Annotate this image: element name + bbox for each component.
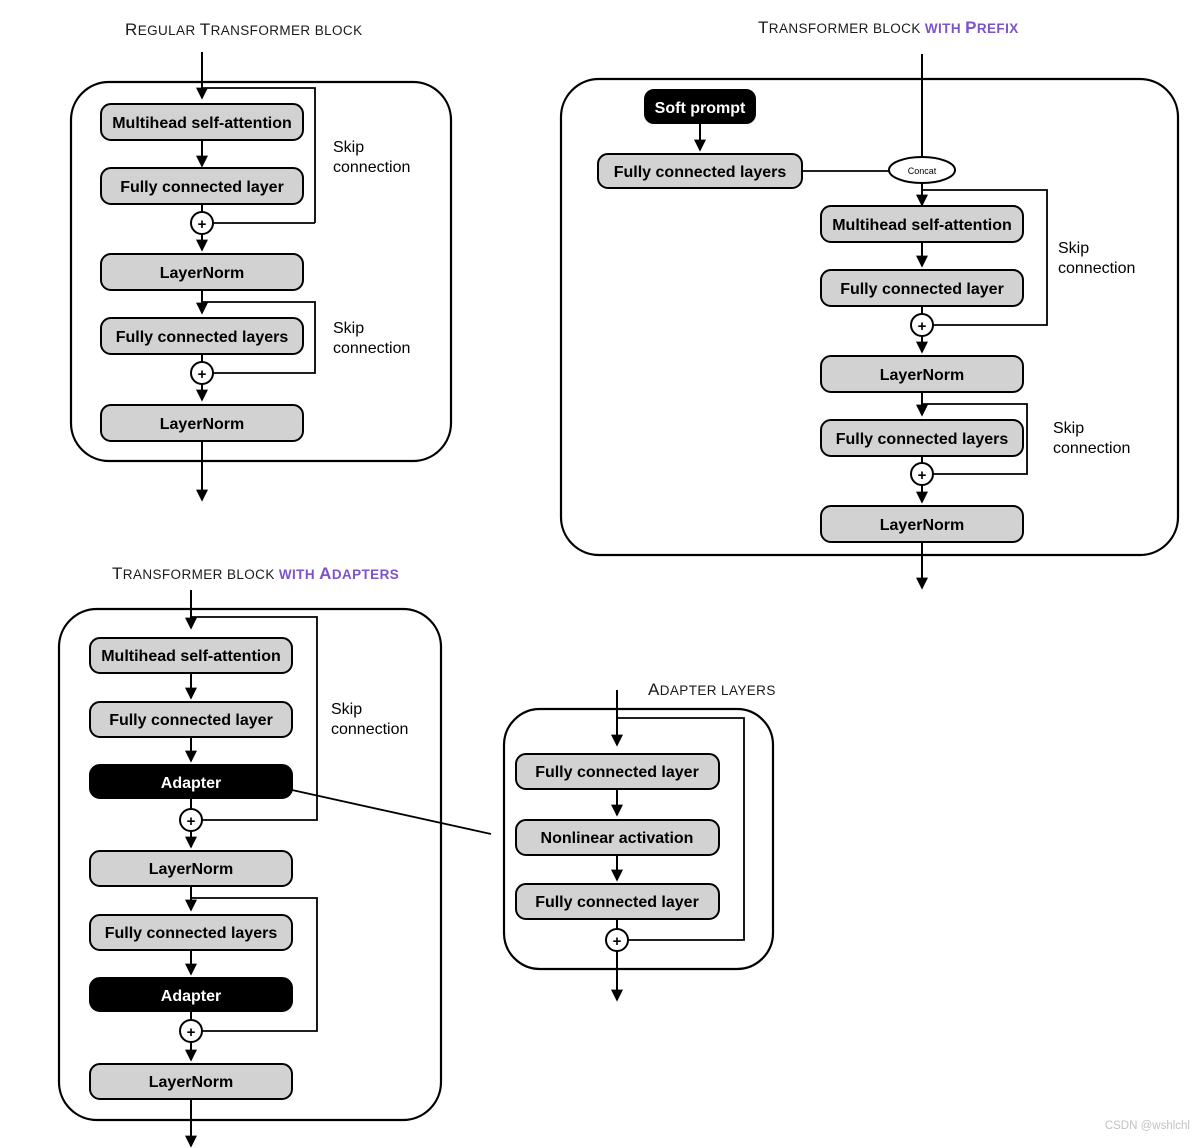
prefix-title-seg1: T xyxy=(758,18,769,37)
block-regular-transformer: REGULAR TRANSFORMER BLOCK Multihead self… xyxy=(69,20,453,502)
prefix-skip-label-1b: connection xyxy=(1058,260,1135,277)
regular-skip-label-1b: connection xyxy=(333,159,410,176)
prefix-skip-label-1a: Skip xyxy=(1058,240,1089,257)
regular-title-seg3: T xyxy=(200,20,211,39)
prefix-node-label-0: Soft prompt xyxy=(655,100,746,117)
regular-plus-symbol-1: + xyxy=(198,216,207,233)
adapter-layers-node-label-2: Fully connected layer xyxy=(535,894,699,911)
adapter-layers-plus-symbol: + xyxy=(613,933,622,950)
prefix-block-title: TRANSFORMER BLOCK WITH PREFIX xyxy=(758,18,1019,37)
block-prefix-transformer: TRANSFORMER BLOCK WITH PREFIX Soft promp… xyxy=(559,18,1180,590)
prefix-plus-symbol-1: + xyxy=(918,318,927,335)
regular-skip-label-2a: Skip xyxy=(333,320,364,337)
regular-node-label-3: Fully connected layers xyxy=(116,329,289,346)
adapters-title-seg3: WITH xyxy=(279,567,319,582)
regular-title-seg4: RANSFORMER BLOCK xyxy=(211,23,363,38)
regular-skip-path-2 xyxy=(202,301,316,374)
prefix-skip-path-2 xyxy=(922,403,1028,475)
regular-plus-symbol-2: + xyxy=(198,366,207,383)
adapters-skip-path-1 xyxy=(191,616,318,821)
regular-node-label-1: Fully connected layer xyxy=(120,179,284,196)
adapter-layers-skip-path xyxy=(617,717,745,941)
prefix-node-label-6: LayerNorm xyxy=(880,517,964,534)
prefix-skip-path-1 xyxy=(922,189,1048,326)
adapters-node-label-0: Multihead self-attention xyxy=(101,648,281,665)
regular-title-seg2: EGULAR xyxy=(138,23,200,38)
prefix-skip-label-2a: Skip xyxy=(1053,420,1084,437)
adapters-skip-label-1a: Skip xyxy=(331,701,362,718)
prefix-title-seg3: WITH xyxy=(925,21,965,36)
adapters-node-label-5: Adapter xyxy=(161,988,221,1005)
regular-node-label-0: Multihead self-attention xyxy=(112,115,292,132)
adapters-title-seg1: T xyxy=(112,564,123,583)
adapters-skip-path-2 xyxy=(191,897,318,1032)
prefix-block-container xyxy=(559,77,1180,557)
regular-title-seg1: R xyxy=(125,20,138,39)
block-adapter-layers: ADAPTER LAYERS Fully connected layer Non… xyxy=(502,680,776,1002)
adapters-title-seg2: RANSFORMER BLOCK xyxy=(123,567,279,582)
regular-skip-label-1a: Skip xyxy=(333,139,364,156)
adapter-layers-node-label-0: Fully connected layer xyxy=(535,764,699,781)
prefix-node-label-1: Fully connected layers xyxy=(614,164,787,181)
regular-skip-label-2b: connection xyxy=(333,340,410,357)
prefix-plus-symbol-2: + xyxy=(918,467,927,484)
prefix-node-label-2: Multihead self-attention xyxy=(832,217,1012,234)
prefix-node-label-4: LayerNorm xyxy=(880,367,964,384)
regular-node-label-4: LayerNorm xyxy=(160,416,244,433)
prefix-concat-label: Concat xyxy=(908,166,937,176)
prefix-title-seg2: RANSFORMER BLOCK xyxy=(769,21,925,36)
prefix-title-seg4: P xyxy=(965,18,977,37)
adapter-layers-title-seg1: A xyxy=(648,680,660,699)
watermark: CSDN @wshlchl xyxy=(1105,1120,1190,1132)
adapters-node-label-6: LayerNorm xyxy=(149,1074,233,1091)
adapters-node-label-4: Fully connected layers xyxy=(105,925,278,942)
regular-node-label-2: LayerNorm xyxy=(160,265,244,282)
prefix-title-seg5: REFIX xyxy=(977,21,1019,36)
adapters-node-label-2: Adapter xyxy=(161,775,221,792)
adapters-block-title: TRANSFORMER BLOCK WITH ADAPTERS xyxy=(112,564,399,583)
prefix-node-label-3: Fully connected layer xyxy=(840,281,1004,298)
block-adapters-transformer: TRANSFORMER BLOCK WITH ADAPTERS Multihea… xyxy=(57,564,492,1148)
adapters-title-seg5: DAPTERS xyxy=(332,567,399,582)
prefix-node-label-5: Fully connected layers xyxy=(836,431,1009,448)
adapters-node-label-1: Fully connected layer xyxy=(109,712,273,729)
regular-block-title: REGULAR TRANSFORMER BLOCK xyxy=(125,20,362,39)
adapters-title-seg4: A xyxy=(319,564,332,583)
prefix-skip-label-2b: connection xyxy=(1053,440,1130,457)
adapter-layers-title: ADAPTER LAYERS xyxy=(648,680,776,699)
adapters-callout-line xyxy=(291,789,492,835)
adapter-layers-node-label-1: Nonlinear activation xyxy=(541,830,694,847)
adapters-plus-symbol-1: + xyxy=(187,813,196,830)
adapters-skip-label-1b: connection xyxy=(331,721,408,738)
regular-skip-path-1 xyxy=(202,87,316,223)
adapters-node-label-3: LayerNorm xyxy=(149,861,233,878)
adapters-plus-symbol-2: + xyxy=(187,1024,196,1041)
adapter-layers-title-seg2: DAPTER LAYERS xyxy=(660,683,776,698)
